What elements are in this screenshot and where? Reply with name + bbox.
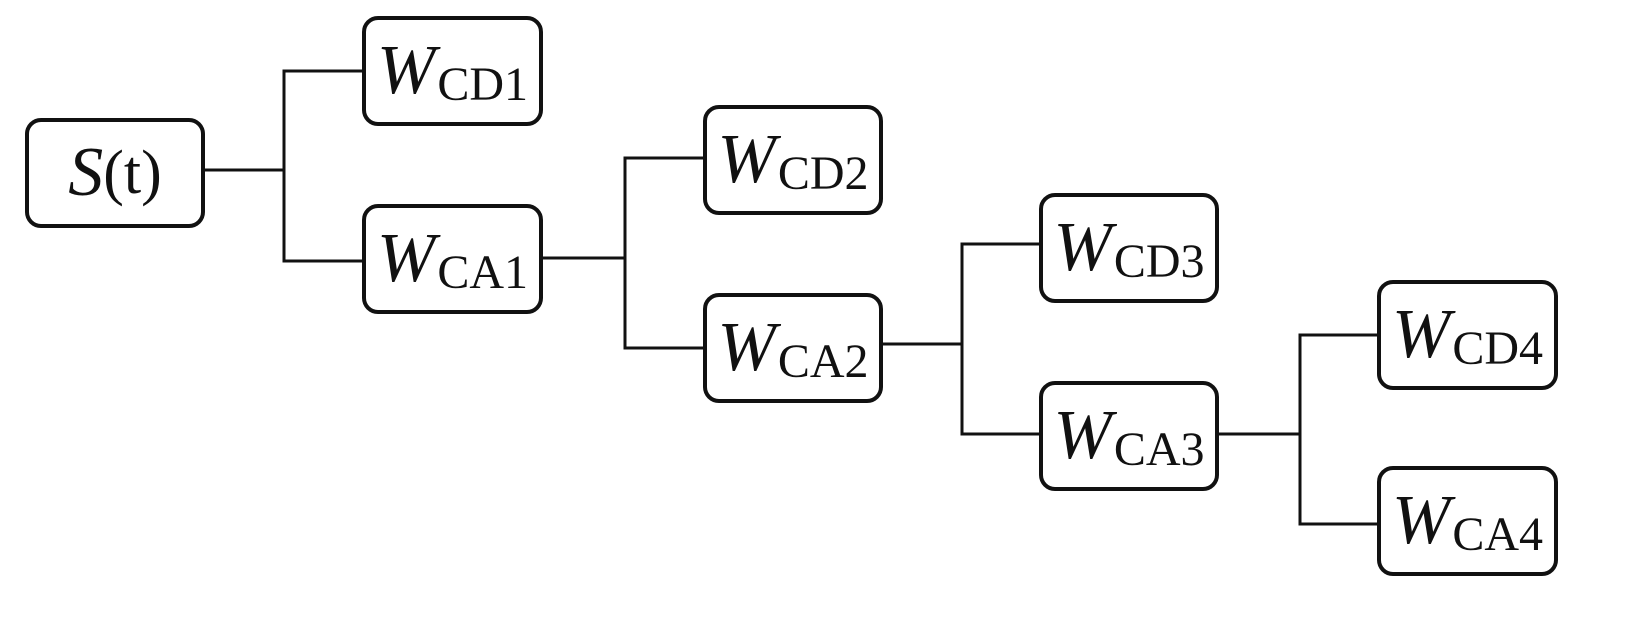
edge-ca1-split bbox=[541, 156, 705, 350]
node-signal: S(t) bbox=[25, 118, 205, 228]
node-approx-1-subscript: CA1 bbox=[437, 246, 528, 299]
node-approx-2-subscript: CA2 bbox=[777, 335, 869, 388]
node-signal-symbol: S bbox=[68, 134, 104, 211]
node-detail-3-symbol: W bbox=[1053, 209, 1112, 286]
node-detail-1-subscript: CD1 bbox=[437, 58, 528, 111]
node-approx-1-symbol: W bbox=[377, 220, 436, 297]
node-detail-1-symbol: W bbox=[377, 32, 436, 109]
edge-ca3-split bbox=[1217, 333, 1379, 526]
edge-ca2-split bbox=[881, 242, 1041, 436]
node-approx-3-subscript: CA3 bbox=[1113, 423, 1205, 476]
node-approx-3-symbol: W bbox=[1053, 397, 1112, 474]
node-signal-argument: (t) bbox=[103, 139, 162, 207]
node-detail-2-subscript: CD2 bbox=[777, 147, 869, 200]
node-detail-2-symbol: W bbox=[717, 121, 776, 198]
node-approx-2-symbol: W bbox=[717, 309, 776, 386]
node-approx-4-subscript: CA4 bbox=[1452, 508, 1543, 561]
edge-s-split bbox=[203, 69, 364, 263]
node-detail-4-subscript: CD4 bbox=[1452, 322, 1543, 375]
node-detail-4-symbol: W bbox=[1392, 296, 1451, 373]
node-approx-4-symbol: W bbox=[1392, 482, 1451, 559]
node-detail-3-subscript: CD3 bbox=[1113, 235, 1205, 288]
